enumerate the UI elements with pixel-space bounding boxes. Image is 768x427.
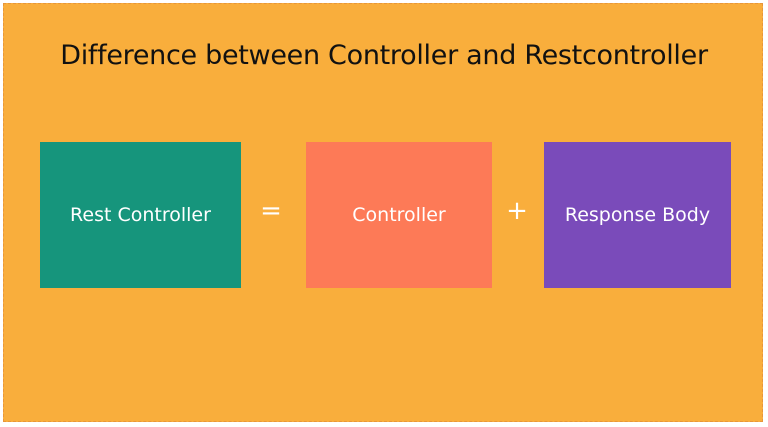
equals-sign: = bbox=[260, 196, 282, 226]
rest-controller-label: Rest Controller bbox=[70, 204, 211, 226]
response-body-label: Response Body bbox=[564, 204, 711, 226]
rest-controller-box: Rest Controller bbox=[40, 142, 241, 288]
controller-box: Controller bbox=[306, 142, 492, 288]
controller-label: Controller bbox=[352, 204, 446, 226]
plus-sign: + bbox=[506, 196, 528, 226]
response-body-box: Response Body bbox=[544, 142, 731, 288]
diagram-title: Difference between Controller and Restco… bbox=[60, 40, 708, 71]
diagram-canvas: Difference between Controller and Restco… bbox=[3, 3, 763, 422]
